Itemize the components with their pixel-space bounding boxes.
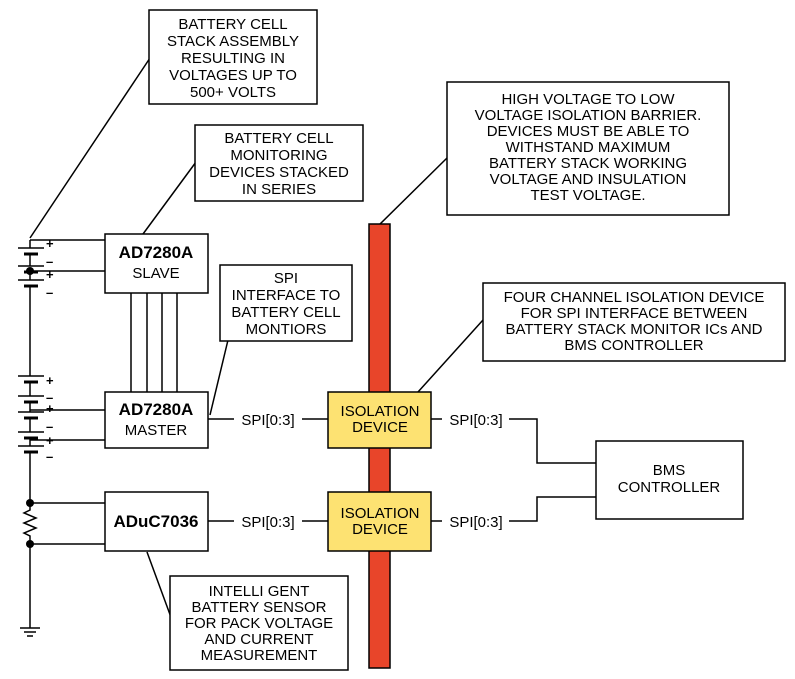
callout-line: BATTERY CELL [178,16,287,33]
plus-sign: + [46,373,54,388]
callout-line: SPI [274,270,298,287]
ground-icon [20,627,40,637]
minus-sign: – [46,254,53,269]
callout-line: BATTERY STACK WORKING [489,155,687,172]
isolation-device-bottom: ISOLATION DEVICE [327,491,432,552]
spi-label: SPI[0:3] [241,412,294,429]
callout-line: RESULTING IN [181,50,285,67]
callout-monitoring-devices: BATTERY CELL MONITORING DEVICES STACKED … [194,124,364,202]
callout-line: MONTIORS [246,321,327,338]
callout-line: INTELLI GENT [209,583,310,600]
callout-battery-stack: BATTERY CELL STACK ASSEMBLY RESULTING IN… [148,9,318,105]
minus-sign: – [46,449,53,464]
callout-line: VOLTAGE ISOLATION BARRIER. [475,107,702,124]
callout-line: DEVICES MUST BE ABLE TO [487,123,690,140]
callout-line: BATTERY STACK MONITOR ICs AND [506,321,763,338]
callout-line: 500+ VOLTS [190,84,276,101]
aduc7036-block: ADuC7036 [104,491,209,552]
spi-label: SPI[0:3] [449,514,502,531]
chip-role: SLAVE [132,265,179,282]
callout-line: DEVICES STACKED [209,164,349,181]
isolation-label: DEVICE [352,419,408,436]
callout-line: BATTERY CELL [231,304,340,321]
callout-line: MONITORING [230,147,327,164]
plus-sign: + [46,267,54,282]
daisy-chain-bus [130,293,178,392]
callout-line: AND CURRENT [204,631,313,648]
callout-line: VOLTAGE AND INSULATION [490,171,687,188]
plus-sign: + [46,401,54,416]
callout-intelligent-sensor: INTELLI GENT BATTERY SENSOR FOR PACK VOL… [169,575,349,671]
polarity-signs: + – + – + – + – + – [46,236,54,464]
callout-isolation-barrier: HIGH VOLTAGE TO LOW VOLTAGE ISOLATION BA… [446,81,730,216]
callout-line: FOR PACK VOLTAGE [185,615,333,632]
chip-name: AD7280A [119,400,194,419]
chip-role: MASTER [125,422,188,439]
bms-label: BMS [653,462,686,479]
isolation-label: ISOLATION [341,403,420,420]
chip-name: AD7280A [119,243,194,262]
callout-line: BATTERY SENSOR [191,599,326,616]
callout-line: IN SERIES [242,181,316,198]
chip-name: ADuC7036 [113,512,198,531]
minus-sign: – [46,285,53,300]
callout-line: HIGH VOLTAGE TO LOW [501,91,675,108]
callout-line: FOR SPI INTERFACE BETWEEN [521,305,748,322]
bms-label: CONTROLLER [618,479,721,496]
isolation-device-top: ISOLATION DEVICE [327,391,432,449]
ad7280a-slave-block: AD7280A SLAVE [104,233,209,294]
callout-line: VOLTAGES UP TO [169,67,297,84]
shunt-resistor [22,505,38,542]
ad7280a-master-block: AD7280A MASTER [104,391,209,449]
callout-spi-interface: SPI INTERFACE TO BATTERY CELL MONTIORS [219,264,353,342]
isolation-label: DEVICE [352,521,408,538]
callout-line: BMS CONTROLLER [564,337,703,354]
isolation-label: ISOLATION [341,505,420,522]
callout-four-channel: FOUR CHANNEL ISOLATION DEVICE FOR SPI IN… [482,282,786,362]
minus-sign: – [46,419,53,434]
callout-line: TEST VOLTAGE. [530,187,645,204]
spi-label: SPI[0:3] [449,412,502,429]
spi-label: SPI[0:3] [241,514,294,531]
callout-line: INTERFACE TO [232,287,341,304]
callout-line: STACK ASSEMBLY [167,33,299,50]
minus-sign: – [46,390,53,405]
bms-controller-block: BMS CONTROLLER [595,440,744,520]
battery-string [18,240,44,637]
callout-line: MEASUREMENT [201,647,318,664]
callout-line: FOUR CHANNEL ISOLATION DEVICE [504,289,765,306]
plus-sign: + [46,236,54,251]
callout-line: WITHSTAND MAXIMUM [506,139,671,156]
callout-line: BATTERY CELL [224,130,333,147]
